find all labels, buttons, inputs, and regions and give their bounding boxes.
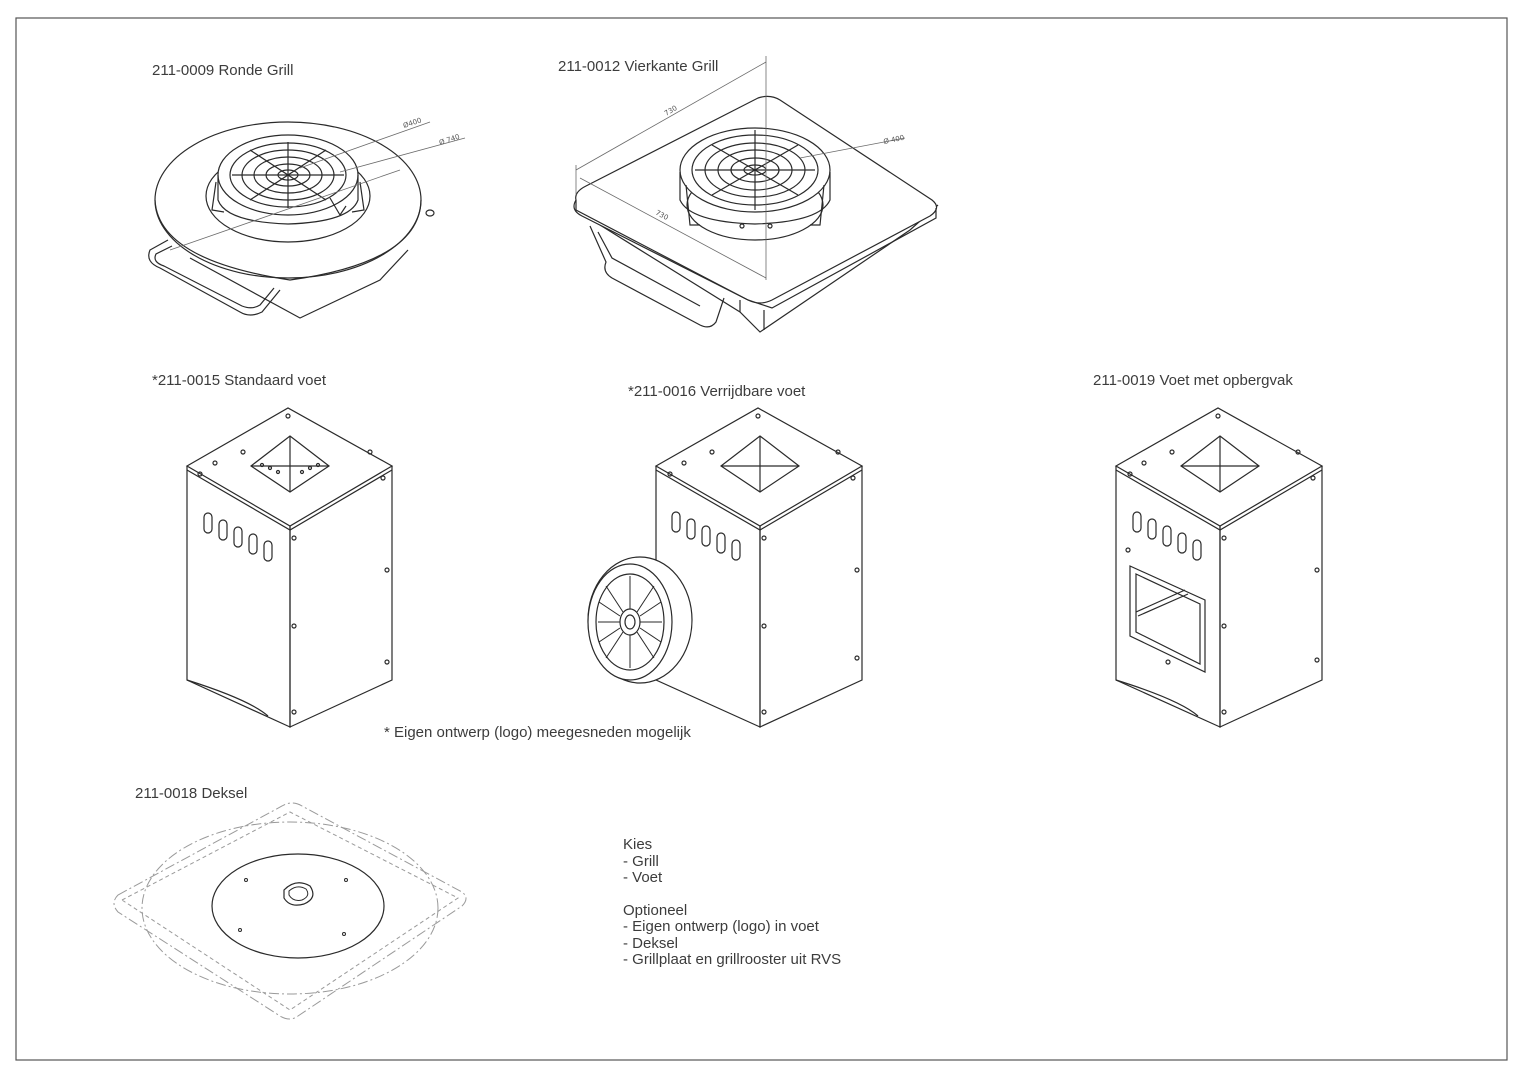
- storage-foot-drawing: [1114, 407, 1324, 728]
- round-grill-drawing: [148, 121, 466, 319]
- options-notes: Kies - Grill - Voet Optioneel - Eigen on…: [623, 836, 842, 969]
- optional-item-logo: - Eigen ontwerp (logo) in voet: [623, 918, 819, 935]
- round-grill-label: 211-0009 Ronde Grill: [152, 62, 294, 79]
- optional-item-rvs: - Grillplaat en grillrooster uit RVS: [623, 951, 842, 968]
- sheet-border: [15, 17, 1508, 1061]
- wheeled-foot-drawing: [587, 407, 864, 728]
- logo-note: * Eigen ontwerp (logo) meegesneden mogel…: [384, 724, 691, 741]
- standard-foot-label: *211-0015 Standaard voet: [152, 372, 327, 389]
- optional-item-lid: - Deksel: [623, 934, 679, 952]
- lid-drawing: [113, 802, 467, 1020]
- round-outer-dim: Ø 740: [438, 133, 461, 147]
- square-grill-drawing: [573, 56, 939, 333]
- choose-item-foot: - Voet: [623, 869, 663, 886]
- wheeled-foot-label: *211-0016 Verrijdbare voet: [628, 383, 806, 400]
- square-grill-label: 211-0012 Vierkante Grill: [558, 58, 719, 75]
- storage-foot-label: 211-0019 Voet met opbergvak: [1093, 372, 1293, 389]
- optional-heading: Optioneel: [623, 901, 688, 919]
- choose-heading: Kies: [623, 836, 653, 853]
- lid-label: 211-0018 Deksel: [135, 785, 248, 802]
- standard-foot-drawing: [185, 407, 394, 728]
- choose-item-grill: - Grill: [623, 852, 659, 870]
- square-grate-dim: Ø 400: [883, 134, 905, 146]
